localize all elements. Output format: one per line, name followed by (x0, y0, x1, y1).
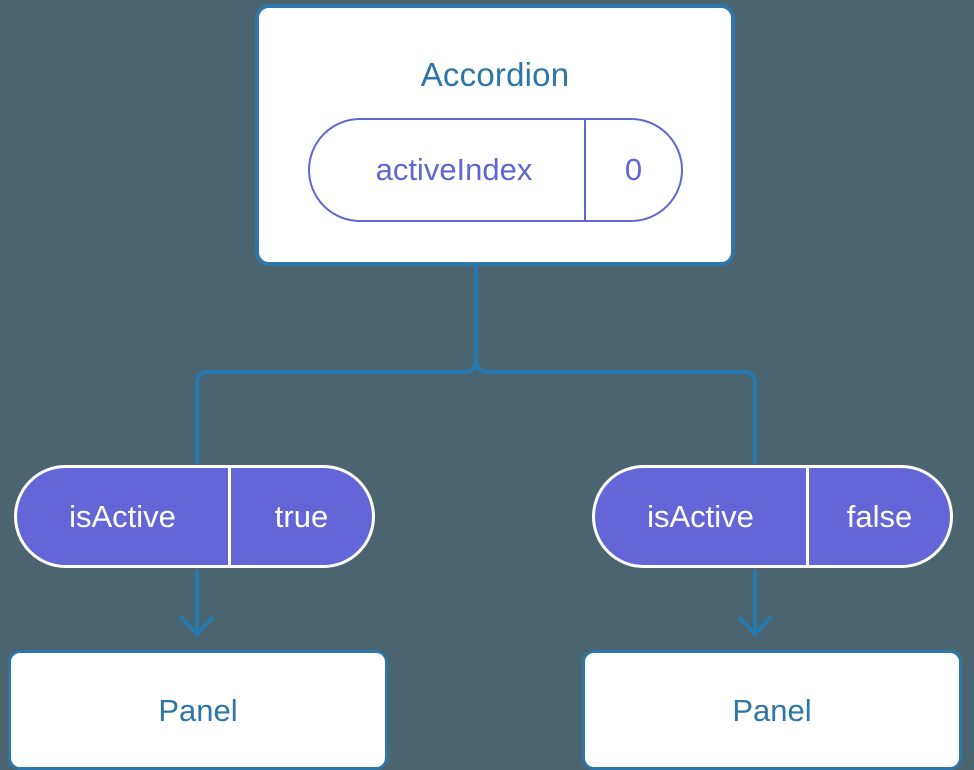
left-panel-title: Panel (158, 692, 238, 728)
right-state-value: false (846, 498, 913, 534)
right-panel-title: Panel (732, 692, 812, 728)
left-state-key: isActive (17, 468, 231, 565)
accordion-prop-key: activeIndex (310, 120, 586, 220)
connector-left-branch (195, 266, 478, 464)
left-panel-component-box[interactable]: Panel (8, 650, 388, 770)
accordion-title: Accordion (420, 56, 570, 93)
right-panel-component-box[interactable]: Panel (582, 650, 962, 770)
right-state-key: isActive (595, 468, 809, 565)
arrow-right-head-icon (738, 616, 772, 636)
accordion-prop-value: 0 (624, 152, 643, 187)
left-state-value: true (274, 498, 329, 534)
right-state-pill[interactable]: isActive false (592, 465, 953, 568)
accordion-prop-pill[interactable]: activeIndex 0 (308, 118, 683, 222)
connector-right-branch (474, 266, 757, 464)
left-state-pill[interactable]: isActive true (14, 465, 375, 568)
arrow-left-head-icon (180, 616, 214, 636)
